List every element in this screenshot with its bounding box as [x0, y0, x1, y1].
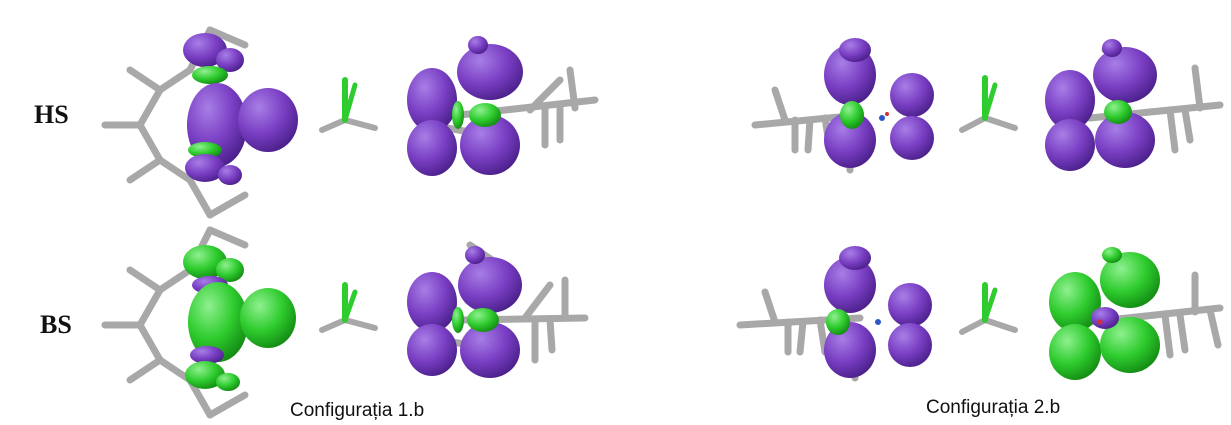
nitrogen-atom [879, 115, 885, 121]
orbital-lobe [1100, 252, 1160, 308]
orbital-lobe [460, 322, 520, 378]
orbital-lobe [218, 165, 242, 185]
caption-configuration-1b: Configurația 1.b [290, 400, 425, 421]
orbital-lobe [824, 257, 876, 313]
orbital-lobe [183, 245, 227, 279]
orbital-lobe [839, 38, 871, 62]
orbital-lobe [457, 44, 523, 100]
panel-2b-bs [736, 246, 1224, 382]
panel-1b-bs [101, 226, 589, 419]
orbital-lobe [824, 112, 876, 168]
orbital-lobe [1045, 70, 1095, 130]
orbital-lobe [407, 324, 457, 376]
orbital-lobe [183, 33, 227, 67]
orbital-lobe [407, 272, 457, 332]
caption-configuration-2b: Configurația 2.b [926, 397, 1061, 418]
orbital-lobe [240, 288, 296, 348]
orbital-lobe [452, 101, 464, 129]
orbital-lobe [888, 323, 932, 367]
orbital-lobe [465, 246, 485, 264]
oxygen-atom [885, 112, 889, 116]
nitrogen-atom [875, 319, 881, 325]
orbital-lobe [1049, 324, 1101, 380]
orbital-lobe [469, 103, 501, 127]
orbital-lobe [824, 322, 876, 378]
orbital-lobe [188, 142, 222, 158]
panel-2b-hs [751, 38, 1224, 174]
orbital-lobe [407, 68, 457, 132]
orbital-lobe [216, 373, 240, 391]
orbital-lobe [840, 101, 864, 129]
orbital-lobe [1095, 112, 1155, 168]
orbital-lobe [1100, 317, 1160, 373]
orbital-lobe [452, 307, 464, 333]
orbital-lobe [192, 66, 228, 84]
orbital-lobe [1093, 47, 1157, 103]
orbital-lobe [468, 36, 488, 54]
orbital-lobe [467, 308, 499, 332]
orbital-lobe [890, 73, 934, 117]
row-label-bs: BS [40, 310, 72, 339]
orbital-lobe [1104, 100, 1132, 124]
orbital-lobe [888, 283, 932, 327]
panel-1b-hs [101, 26, 599, 219]
orbital-lobe [216, 48, 244, 72]
orbital-lobe [458, 257, 522, 313]
orbital-lobe [185, 154, 225, 182]
orbital-lobe [1045, 119, 1095, 171]
orbital-lobe [1049, 272, 1101, 332]
orbital-lobe [188, 282, 248, 362]
orbital-lobe [216, 258, 244, 282]
orbital-lobe [839, 246, 871, 270]
orbital-lobe [1102, 39, 1122, 57]
orbital-lobe [238, 88, 298, 152]
oxygen-atom [1097, 319, 1103, 325]
central-fragment [319, 77, 378, 133]
orbital-lobe [190, 346, 224, 364]
orbital-lobe [890, 116, 934, 160]
orbital-lobe [185, 361, 225, 389]
row-label-hs: HS [34, 100, 69, 129]
orbital-lobe [826, 309, 850, 335]
orbital-lobe [1091, 307, 1119, 329]
orbital-lobe [1102, 247, 1122, 263]
orbital-lobe [460, 115, 520, 175]
orbital-lobe [407, 120, 457, 176]
right-fragment-bonds [426, 36, 599, 149]
